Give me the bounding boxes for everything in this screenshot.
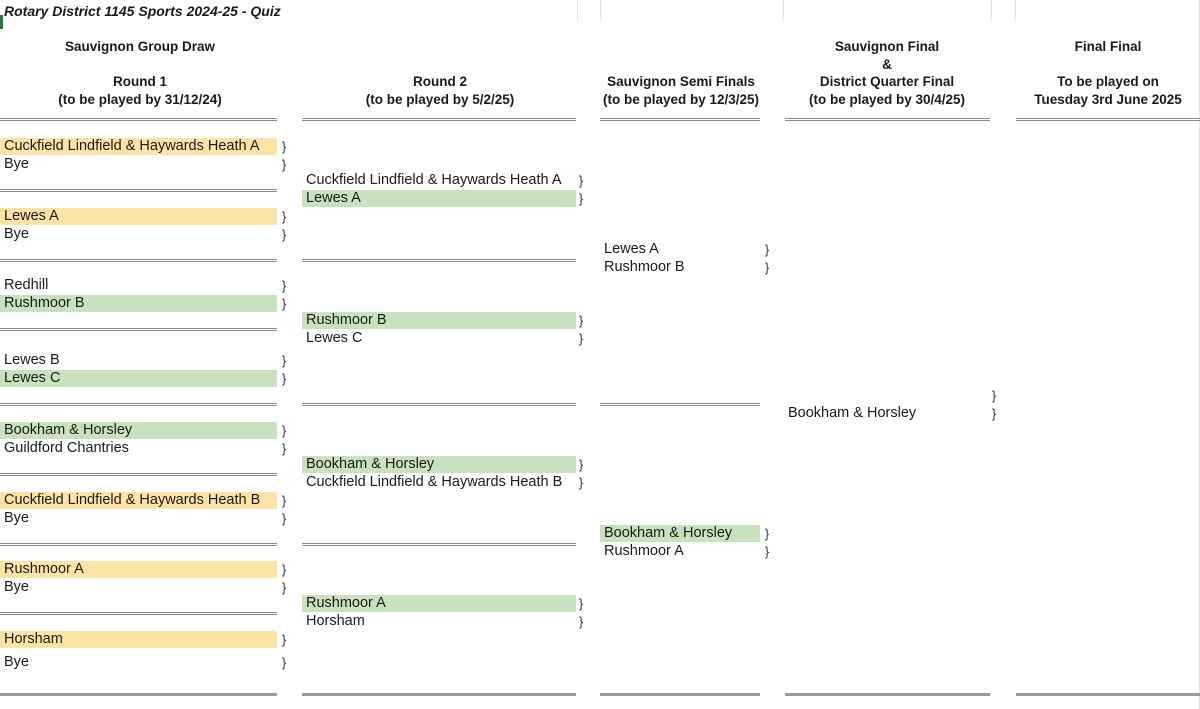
header-final-amp: & bbox=[882, 57, 892, 72]
header-semi-date: (to be played by 12/3/25) bbox=[602, 92, 760, 107]
r1-team-8[interactable]: Lewes C bbox=[0, 370, 277, 387]
header-semi: Sauvignon Semi Finals bbox=[607, 74, 755, 89]
bracket-brace: } bbox=[281, 209, 287, 224]
bottom-border bbox=[302, 693, 576, 696]
r1-team-3[interactable]: Lewes A bbox=[0, 208, 277, 225]
r1-team-13[interactable]: Rushmoor A bbox=[0, 561, 277, 578]
bracket-brace: } bbox=[764, 526, 770, 541]
r1-team-9[interactable]: Bookham & Horsley bbox=[0, 422, 277, 439]
sheet-title: Rotary District 1145 Sports 2024-25 - Qu… bbox=[4, 3, 281, 19]
divider bbox=[302, 543, 576, 546]
r1-team-16[interactable]: Bye bbox=[4, 654, 29, 670]
divider bbox=[600, 118, 760, 121]
bottom-border bbox=[600, 693, 760, 696]
header-round1-date: (to be played by 31/12/24) bbox=[58, 92, 222, 107]
r1-team-2[interactable]: Bye bbox=[4, 156, 29, 172]
header-final-final: Final Final bbox=[1074, 39, 1142, 54]
header-round1: Round 1 bbox=[113, 74, 167, 89]
divider bbox=[0, 403, 277, 406]
r1-team-5[interactable]: Redhill bbox=[4, 277, 49, 293]
bracket-brace: } bbox=[578, 173, 584, 188]
r2-team-3[interactable]: Rushmoor B bbox=[302, 312, 576, 329]
divider bbox=[0, 612, 277, 615]
r2-team-5[interactable]: Bookham & Horsley bbox=[302, 456, 576, 473]
bracket-brace: } bbox=[764, 260, 770, 275]
header-round2-date: (to be played by 5/2/25) bbox=[365, 92, 515, 107]
bracket-brace: } bbox=[281, 441, 287, 456]
semi-team-4[interactable]: Rushmoor A bbox=[604, 543, 684, 559]
r2-team-1[interactable]: Cuckfield Lindfield & Haywards Heath A bbox=[306, 172, 562, 188]
bracket-brace: } bbox=[578, 331, 584, 346]
bracket-brace: } bbox=[281, 632, 287, 647]
r1-team-1[interactable]: Cuckfield Lindfield & Haywards Heath A bbox=[0, 138, 277, 155]
divider bbox=[1016, 118, 1200, 121]
bottom-border bbox=[1016, 693, 1200, 696]
r1-team-7[interactable]: Lewes B bbox=[4, 352, 60, 368]
bottom-border bbox=[0, 693, 277, 696]
r2-team-2[interactable]: Lewes A bbox=[302, 190, 576, 207]
divider bbox=[302, 259, 576, 262]
divider bbox=[0, 543, 277, 546]
header-group-draw: Sauvignon Group Draw bbox=[64, 39, 215, 54]
bracket-brace: } bbox=[764, 242, 770, 257]
r1-team-14[interactable]: Bye bbox=[4, 579, 29, 595]
header-ff-date: Tuesday 3rd June 2025 bbox=[1034, 92, 1182, 107]
bracket-brace: } bbox=[281, 423, 287, 438]
divider bbox=[0, 118, 277, 121]
bracket-brace: } bbox=[281, 296, 287, 311]
r2-team-7[interactable]: Rushmoor A bbox=[302, 595, 576, 612]
r2-team-4[interactable]: Lewes C bbox=[306, 330, 363, 346]
r2-team-8[interactable]: Horsham bbox=[306, 613, 365, 629]
bracket-brace: } bbox=[578, 614, 584, 629]
bracket-brace: } bbox=[281, 227, 287, 242]
semi-team-3[interactable]: Bookham & Horsley bbox=[600, 525, 760, 542]
bracket-brace: } bbox=[281, 371, 287, 386]
divider bbox=[0, 473, 277, 476]
r1-team-6[interactable]: Rushmoor B bbox=[0, 295, 277, 312]
bracket-brace: } bbox=[281, 278, 287, 293]
header-final-date: (to be played by 30/4/25) bbox=[808, 92, 966, 107]
bracket-brace: } bbox=[764, 544, 770, 559]
bracket-brace: } bbox=[578, 596, 584, 611]
cell-cursor-marker bbox=[0, 15, 3, 29]
divider bbox=[0, 189, 277, 192]
r1-team-12[interactable]: Bye bbox=[4, 510, 29, 526]
bracket-brace: } bbox=[281, 157, 287, 172]
header-round2: Round 2 bbox=[413, 74, 467, 89]
bracket-brace: } bbox=[281, 511, 287, 526]
header-ff-to-be-played: To be played on bbox=[1057, 74, 1159, 89]
divider bbox=[0, 328, 277, 331]
r1-team-4[interactable]: Bye bbox=[4, 226, 29, 242]
header-final: Sauvignon Final bbox=[834, 39, 940, 54]
bracket-brace: } bbox=[281, 580, 287, 595]
r1-team-15[interactable]: Horsham bbox=[0, 631, 277, 648]
bracket-brace: } bbox=[578, 475, 584, 490]
bracket-brace: } bbox=[281, 562, 287, 577]
header-district-qf: District Quarter Final bbox=[819, 74, 955, 89]
bracket-brace: } bbox=[281, 493, 287, 508]
r1-team-11[interactable]: Cuckfield Lindfield & Haywards Heath B bbox=[0, 492, 277, 509]
bracket-brace: } bbox=[578, 457, 584, 472]
divider bbox=[302, 118, 576, 121]
bracket-brace: } bbox=[991, 406, 997, 421]
bracket-brace: } bbox=[281, 353, 287, 368]
bracket-brace: } bbox=[578, 191, 584, 206]
divider bbox=[302, 403, 576, 406]
divider bbox=[0, 259, 277, 262]
semi-team-2[interactable]: Rushmoor B bbox=[604, 259, 685, 275]
r2-team-6[interactable]: Cuckfield Lindfield & Haywards Heath B bbox=[306, 474, 563, 490]
bracket-brace: } bbox=[281, 139, 287, 154]
bracket-brace: } bbox=[281, 655, 287, 670]
semi-team-1[interactable]: Lewes A bbox=[604, 241, 659, 257]
bracket-brace: } bbox=[578, 313, 584, 328]
divider bbox=[785, 118, 990, 121]
r1-team-10[interactable]: Guildford Chantries bbox=[4, 440, 129, 456]
divider bbox=[600, 403, 760, 406]
bottom-border bbox=[785, 693, 990, 696]
bracket-brace: } bbox=[991, 388, 997, 403]
final-team-1[interactable]: Bookham & Horsley bbox=[788, 405, 917, 421]
